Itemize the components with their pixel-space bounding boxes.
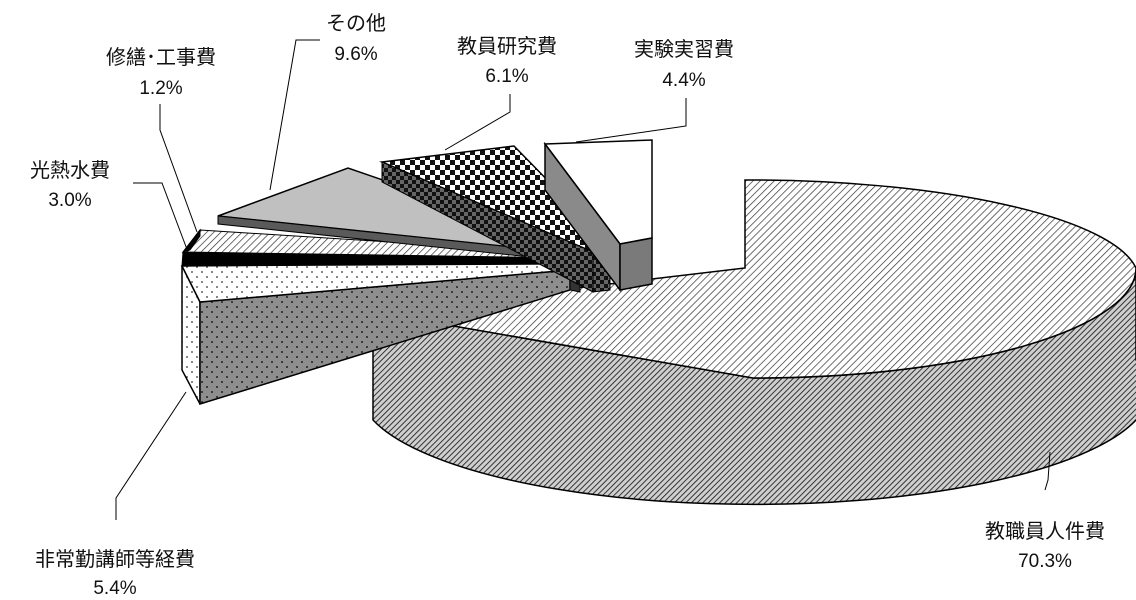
slice-value-experiment: 4.4%	[662, 70, 705, 91]
slice-value-other: 9.6%	[334, 44, 377, 65]
slice-value-part-time: 5.4%	[93, 578, 136, 599]
slice-value-utilities: 3.0%	[48, 190, 91, 211]
leader-line-research	[444, 94, 511, 151]
slice-label-repair: 修繕･工事費	[106, 45, 216, 69]
slice-label-research: 教員研究費	[457, 34, 557, 58]
leader-line-personnel	[1044, 451, 1051, 491]
leader-line-repair	[159, 104, 198, 233]
slice-label-experiment: 実験実習費	[634, 37, 734, 61]
leader-line-experiment	[575, 98, 687, 143]
slice-label-other: その他	[326, 11, 386, 35]
slice-label-part-time: 非常勤講師等経費	[35, 547, 195, 571]
leader-line-other	[269, 39, 320, 191]
leader-line-utilities	[133, 182, 189, 253]
slice-value-personnel: 70.3%	[1018, 551, 1072, 572]
slice-label-personnel: 教職員人件費	[985, 519, 1105, 543]
leader-line-part-time	[115, 391, 187, 520]
slice-value-research: 6.1%	[485, 66, 528, 87]
slice-label-utilities: 光熱水費	[30, 158, 110, 182]
slice-front-experiment	[619, 237, 653, 291]
slice-value-repair: 1.2%	[139, 78, 182, 99]
